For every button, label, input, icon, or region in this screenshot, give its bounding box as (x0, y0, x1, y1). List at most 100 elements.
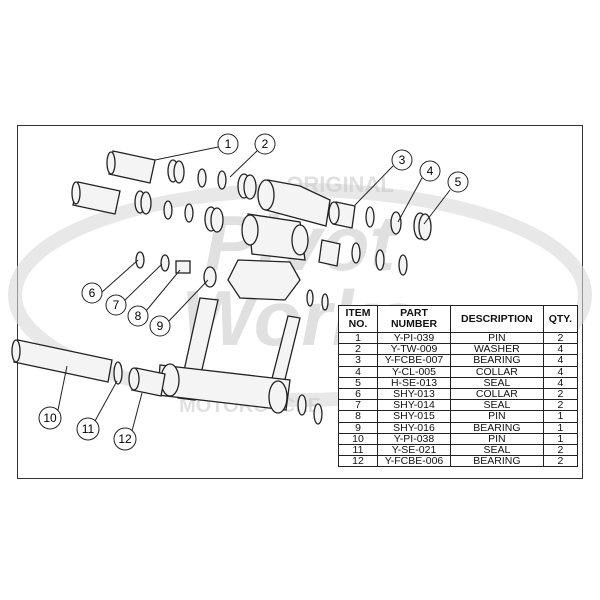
callout-3: 3 (391, 149, 413, 171)
svg-text:10: 10 (43, 411, 57, 425)
cell-description: SEAL (450, 399, 544, 412)
svg-text:7: 7 (113, 298, 120, 312)
pin-8 (175, 260, 191, 274)
cell-qty: 2 (542, 455, 579, 468)
cell-qty: 1 (542, 432, 579, 446)
cell-description: SEAL (450, 376, 544, 390)
cell-qty: 4 (542, 365, 579, 378)
cell-part: Y-SE-021 (377, 444, 451, 457)
table-header-row: ITEM NO. PART NUMBER DESCRIPTION QTY. (338, 305, 579, 333)
callout-5: 5 (447, 171, 469, 193)
cell-part: H-SE-013 (377, 376, 451, 390)
svg-text:9: 9 (157, 319, 164, 333)
long-pin-10 (11, 339, 113, 383)
seal-7 (160, 254, 170, 272)
cell-item: 2 (338, 343, 378, 356)
cell-part: SHY-014 (377, 399, 451, 412)
part-pin-1 (106, 150, 156, 184)
callout-2: 2 (254, 133, 276, 155)
callouts: 1 2 3 4 5 6 7 8 9 10 11 12 (38, 133, 469, 451)
cell-description: BEARING (450, 455, 544, 468)
cell-part: SHY-015 (377, 410, 451, 423)
cell-item: 8 (338, 410, 378, 423)
svg-text:4: 4 (427, 164, 434, 178)
header-qty: QTY. (542, 305, 579, 333)
leader-lines (57, 146, 451, 432)
cell-part: Y-PI-038 (377, 432, 451, 446)
cell-description: COLLAR (450, 365, 544, 378)
cell-part: Y-TW-009 (377, 343, 451, 356)
callout-9: 9 (149, 315, 171, 337)
cell-qty: 2 (542, 444, 579, 457)
cell-part: Y-FCBE-006 (377, 455, 451, 468)
collar-6 (135, 251, 145, 269)
cell-item: 9 (338, 421, 378, 434)
cell-item: 10 (338, 432, 378, 446)
cell-item: 6 (338, 388, 378, 401)
cell-qty: 2 (542, 399, 579, 412)
svg-text:8: 8 (135, 309, 142, 323)
header-part-number: PART NUMBER (377, 305, 451, 333)
main-link (157, 259, 301, 414)
callout-6: 6 (81, 282, 103, 304)
cell-description: COLLAR (450, 388, 544, 401)
svg-text:12: 12 (118, 432, 132, 446)
cell-qty: 4 (542, 354, 579, 367)
cell-part: SHY-016 (377, 421, 451, 434)
cell-qty: 2 (542, 331, 579, 345)
callout-8: 8 (127, 305, 149, 327)
cell-item: 3 (338, 354, 378, 367)
callout-1: 1 (217, 133, 239, 155)
cell-qty: 4 (542, 376, 579, 390)
upper-link (241, 179, 331, 261)
svg-text:3: 3 (399, 153, 406, 167)
cell-description: BEARING (450, 354, 544, 367)
cell-qty: 1 (542, 410, 579, 423)
part-pin-1b (71, 181, 121, 215)
cell-part: SHY-013 (377, 388, 451, 401)
seal-11 (113, 361, 123, 385)
bearing-9 (203, 266, 217, 288)
cell-description: PIN (450, 410, 544, 423)
header-description: DESCRIPTION (450, 305, 544, 333)
cell-item: 5 (338, 376, 378, 390)
cell-part: Y-PI-039 (377, 331, 451, 345)
cell-qty: 2 (542, 388, 579, 401)
bearing-12 (128, 367, 166, 397)
parts-group (11, 150, 432, 425)
washer-2 (217, 170, 227, 190)
callout-4: 4 (419, 160, 441, 182)
svg-text:5: 5 (455, 175, 462, 189)
callout-12: 12 (113, 427, 137, 451)
collar-4 (390, 211, 402, 235)
cell-qty: 1 (542, 421, 579, 434)
svg-text:1: 1 (225, 137, 232, 151)
cell-item: 1 (338, 331, 378, 345)
svg-text:6: 6 (89, 286, 96, 300)
cell-part: Y-FCBE-007 (377, 354, 451, 367)
cell-description: WASHER (450, 343, 544, 356)
svg-text:11: 11 (82, 422, 95, 436)
cell-item: 12 (338, 455, 378, 468)
cell-item: 11 (338, 444, 378, 457)
cell-qty: 4 (542, 343, 579, 356)
callout-10: 10 (38, 406, 62, 430)
svg-text:2: 2 (262, 137, 269, 151)
callout-7: 7 (105, 294, 127, 316)
cell-description: PIN (450, 432, 544, 446)
